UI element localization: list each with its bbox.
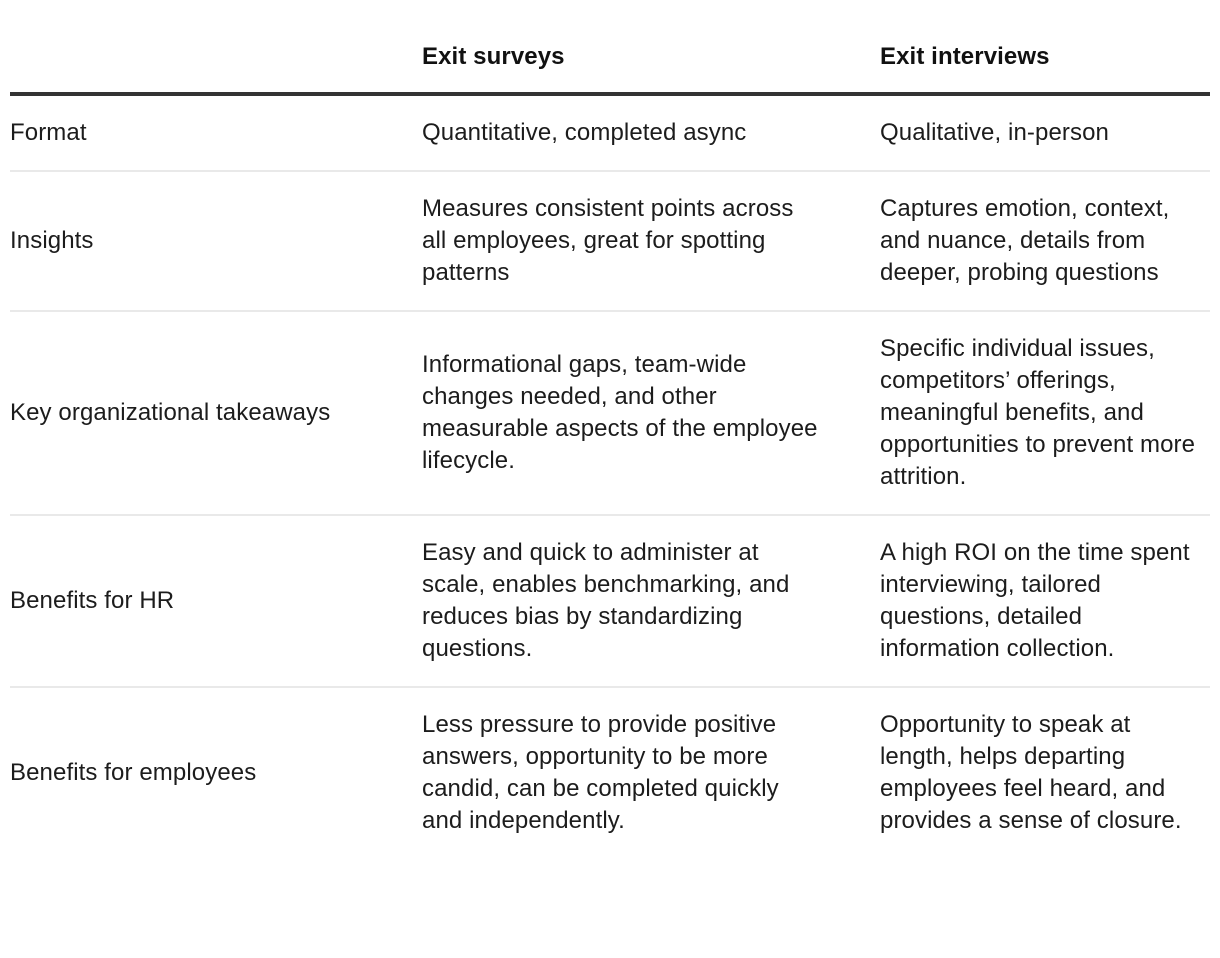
row-label: Insights [10,227,94,254]
exit-interviews-cell: Qualitative, in-person [880,119,1109,146]
row-label: Key organizational takeaways [10,399,331,426]
row-label: Format [10,119,87,146]
header-rule-divider [10,92,1210,96]
exit-surveys-cell: Informational gaps, team-wide changes ne… [422,351,818,474]
table-header-row: Exit surveys Exit interviews [10,0,1210,92]
exit-interviews-cell: A high ROI on the time spent interviewin… [880,539,1190,662]
exit-interviews-cell: Opportunity to speak at length, helps de… [880,711,1182,834]
table-row-benefits-for-hr: Benefits for HR Easy and quick to admini… [10,516,1210,688]
table-row-key-organizational-takeaways: Key organizational takeaways Information… [10,312,1210,516]
table-row-format: Format Quantitative, completed async Qua… [10,96,1210,172]
table-row-insights: Insights Measures consistent points acro… [10,172,1210,312]
exit-surveys-cell: Quantitative, completed async [422,119,747,146]
row-label: Benefits for HR [10,587,175,614]
table-row-benefits-for-employees: Benefits for employees Less pressure to … [10,688,1210,858]
column-header-exit-interviews: Exit interviews [880,43,1050,70]
exit-surveys-cell: Measures consistent points across all em… [422,195,794,286]
column-header-exit-surveys: Exit surveys [422,43,565,70]
exit-interviews-cell: Captures emotion, context, and nuance, d… [880,195,1170,286]
exit-surveys-cell: Easy and quick to administer at scale, e… [422,539,790,662]
exit-interviews-cell: Specific individual issues, competitors’… [880,335,1196,490]
comparison-table: Exit surveys Exit interviews Format Quan… [10,0,1210,858]
exit-surveys-cell: Less pressure to provide positive answer… [422,711,779,834]
row-label: Benefits for employees [10,759,257,786]
